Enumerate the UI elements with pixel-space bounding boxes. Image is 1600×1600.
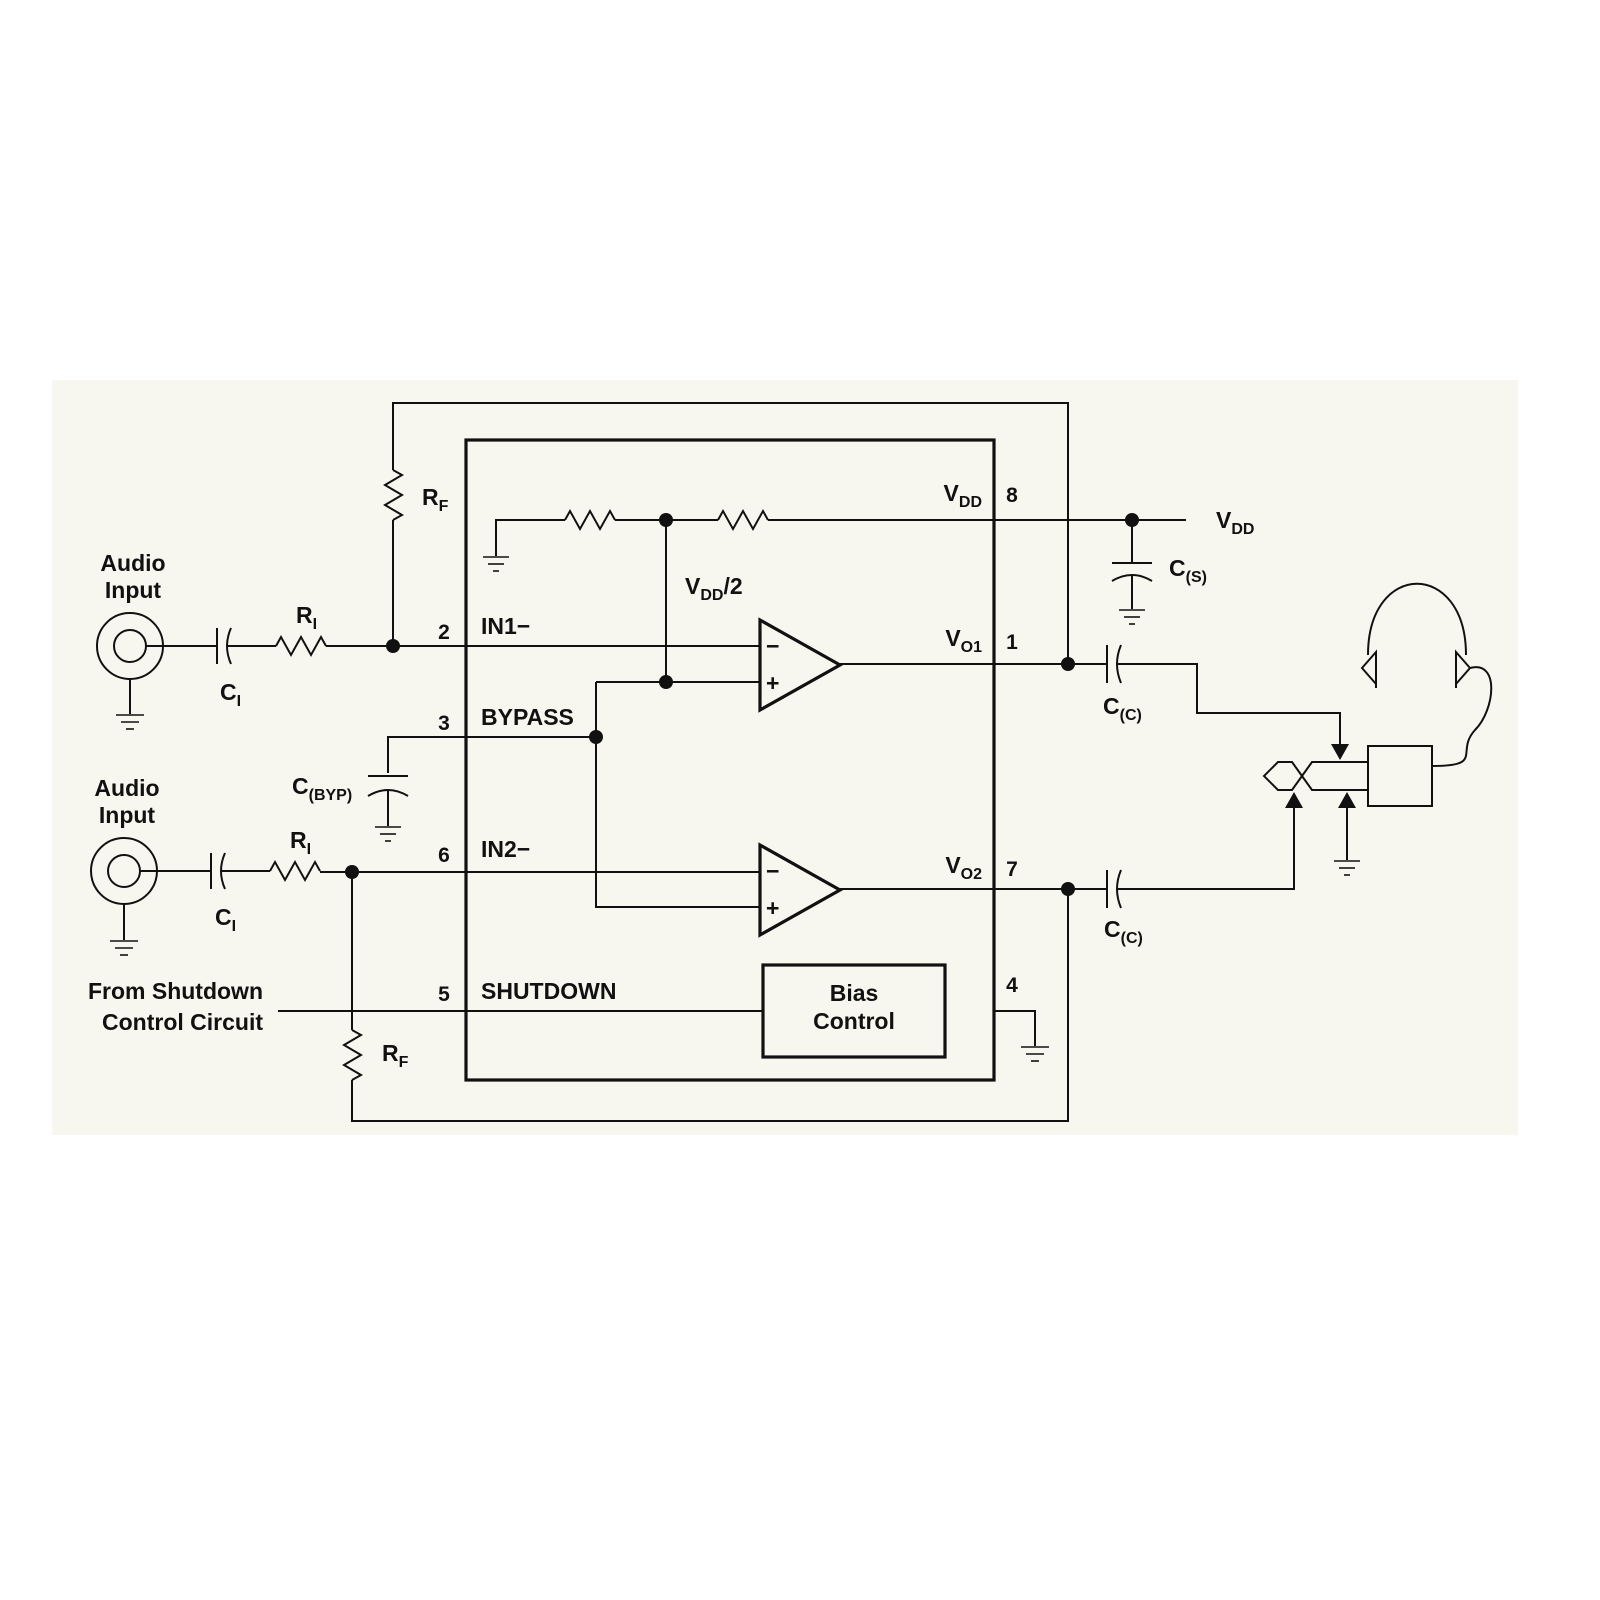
pin-2-number: 2 bbox=[438, 621, 450, 644]
pin-8-number: 8 bbox=[1006, 484, 1018, 507]
noninv-node bbox=[659, 675, 673, 689]
vdd-half-label: VDD/2 bbox=[685, 573, 743, 604]
pin-3-name: BYPASS bbox=[481, 704, 574, 730]
ground-icon bbox=[1021, 1046, 1049, 1062]
ground-icon bbox=[1334, 860, 1360, 876]
pin-8-name: VDD bbox=[944, 480, 982, 511]
rf-top-label: RF bbox=[422, 484, 449, 515]
bias-control-line1: Bias bbox=[830, 980, 879, 1006]
ground-icon bbox=[116, 714, 144, 730]
noninv-ref-wire-2 bbox=[595, 682, 760, 908]
pin-7-name: VO2 bbox=[945, 852, 982, 883]
cc-1-label: C(C) bbox=[1103, 693, 1142, 724]
divider-lower-resistor-icon bbox=[564, 508, 616, 532]
divider-ground-wire bbox=[495, 519, 565, 556]
headphone-jack-icon[interactable] bbox=[1262, 745, 1433, 807]
in2-node bbox=[345, 865, 359, 879]
cc-2-capacitor-icon bbox=[1106, 869, 1122, 909]
pin-6-number: 6 bbox=[438, 844, 450, 867]
pin-1-name: VO1 bbox=[945, 625, 982, 656]
in1-node bbox=[386, 639, 400, 653]
vdd-supply-label: VDD bbox=[1216, 507, 1254, 538]
ri-1-label: RI bbox=[296, 602, 317, 633]
schematic-panel bbox=[52, 380, 1518, 1135]
audio-input-2-label-line1: Audio bbox=[94, 775, 159, 801]
ground-icon bbox=[483, 556, 509, 572]
bypass-wire bbox=[387, 736, 596, 773]
feedback-loop-top bbox=[392, 402, 1069, 664]
pin-7-number: 7 bbox=[1006, 858, 1018, 881]
divider-upper-resistor-icon bbox=[717, 508, 769, 532]
cc-1-capacitor-icon bbox=[1106, 644, 1122, 684]
audio-input-1-label-line2: Input bbox=[105, 577, 162, 603]
opamp-icon bbox=[758, 842, 844, 938]
audio-input-1-label-line1: Audio bbox=[100, 550, 165, 576]
shutdown-source-line1: From Shutdown bbox=[88, 978, 263, 1004]
rf-bottom-label: RF bbox=[382, 1040, 409, 1071]
pin4-ground-wire bbox=[994, 1010, 1036, 1046]
ground-icon bbox=[375, 826, 401, 842]
ci-2-capacitor-icon bbox=[210, 852, 226, 890]
headphones-icon bbox=[1360, 582, 1493, 767]
audio-input-2-label-line2: Input bbox=[99, 802, 156, 828]
pin-2-name: IN1− bbox=[481, 613, 530, 639]
opamp-icon bbox=[758, 617, 844, 713]
pin-5-name: SHUTDOWN bbox=[481, 978, 616, 1004]
c-byp-label: C(BYP) bbox=[292, 773, 352, 804]
pin-4-number: 4 bbox=[1006, 974, 1018, 997]
shutdown-source-line2: Control Circuit bbox=[102, 1009, 263, 1035]
cc-2-label: C(C) bbox=[1104, 916, 1143, 947]
jack-sleeve-arrow-icon bbox=[1338, 792, 1356, 808]
ci-1-capacitor-icon bbox=[216, 627, 232, 665]
pin-3-number: 3 bbox=[438, 712, 450, 735]
cc2-to-jack-wire bbox=[1118, 808, 1295, 890]
ci-1-label: CI bbox=[220, 679, 241, 710]
bias-control-line2: Control bbox=[813, 1008, 895, 1034]
rf-bottom-resistor-icon bbox=[342, 1029, 364, 1081]
ground-icon bbox=[1119, 609, 1145, 625]
bias-control-block bbox=[761, 963, 947, 1059]
opamp-1-plus: + bbox=[766, 670, 779, 696]
vo2-node bbox=[1061, 882, 1075, 896]
pin-6-name: IN2− bbox=[481, 836, 530, 862]
ri-2-resistor-icon bbox=[269, 859, 321, 883]
ground-icon bbox=[110, 940, 138, 956]
jack-ring-arrow-icon bbox=[1285, 792, 1303, 808]
opamp-2-plus: + bbox=[766, 895, 779, 921]
ri-2-label: RI bbox=[290, 827, 311, 858]
cc1-to-jack-wire bbox=[1118, 663, 1341, 744]
feedback-loop-bottom bbox=[351, 889, 1069, 1122]
vo1-node bbox=[1061, 657, 1075, 671]
pin-1-number: 1 bbox=[1006, 631, 1018, 654]
jack-tip-arrow-icon bbox=[1331, 744, 1349, 760]
opamp-2-minus: − bbox=[766, 858, 779, 884]
ri-1-resistor-icon bbox=[275, 634, 327, 658]
opamp-1-minus: − bbox=[766, 633, 779, 659]
rf-top-resistor-icon bbox=[383, 469, 405, 521]
c-s-label: C(S) bbox=[1169, 555, 1207, 586]
ci-2-label: CI bbox=[215, 904, 236, 935]
ic-package bbox=[464, 438, 996, 1082]
pin-5-number: 5 bbox=[438, 983, 450, 1006]
